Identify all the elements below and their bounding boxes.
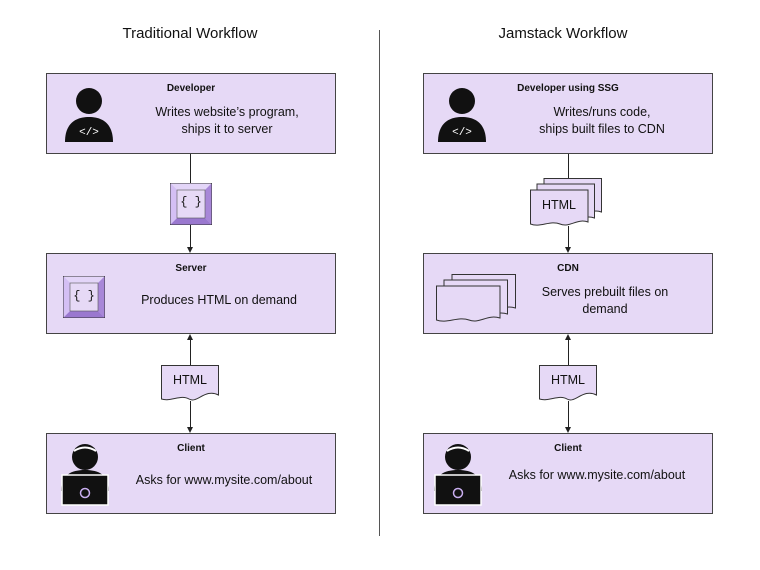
files-stack-icon xyxy=(530,178,602,226)
jamstack-client-box: Client Asks for www.mysite.com/about xyxy=(423,433,713,514)
jamstack-workflow-title: Jamstack Workflow xyxy=(498,25,628,42)
jamstack-files-label: HTML xyxy=(541,198,577,212)
user-laptop-icon xyxy=(61,444,109,506)
jamstack-connector-3 xyxy=(568,340,569,366)
jamstack-arrow-to-cdn xyxy=(564,247,571,253)
traditional-arrow-to-client xyxy=(186,427,193,433)
traditional-connector-1 xyxy=(190,154,191,184)
jamstack-developer-box: Developer using SSG </> Writes/runs code… xyxy=(423,73,713,154)
traditional-connector-3 xyxy=(190,340,191,366)
cdn-files-icon xyxy=(436,274,516,322)
user-laptop-icon xyxy=(434,444,482,506)
traditional-html-label: HTML xyxy=(172,373,208,387)
traditional-developer-title: Developer xyxy=(166,83,216,94)
jamstack-html-label: HTML xyxy=(550,373,586,387)
jamstack-client-text: Asks for www.mysite.com/about xyxy=(508,468,686,482)
traditional-developer-box: Developer </> Writes website’s program, … xyxy=(46,73,336,154)
server-code-label: { } xyxy=(73,289,95,303)
jamstack-cdn-box: CDN Serves prebuilt files on demand xyxy=(423,253,713,334)
code-braces-label: { } xyxy=(180,195,202,209)
developer-code-icon: </> xyxy=(438,88,486,142)
html-document-icon xyxy=(539,365,597,401)
jamstack-client-title: Client xyxy=(554,443,582,454)
column-divider xyxy=(379,30,380,536)
svg-text:</>: </> xyxy=(79,127,99,139)
jamstack-cdn-title: CDN xyxy=(557,263,579,274)
traditional-developer-text: Writes website’s program, ships it to se… xyxy=(155,105,299,136)
html-document-icon xyxy=(161,365,219,401)
traditional-connector-4 xyxy=(190,401,191,427)
traditional-arrow-to-server-up xyxy=(186,334,193,340)
traditional-arrow-to-server xyxy=(186,247,193,253)
jamstack-arrow-to-cdn-up xyxy=(564,334,571,340)
jamstack-cdn-text: Serves prebuilt files on demand xyxy=(541,285,669,316)
traditional-connector-2 xyxy=(190,225,191,247)
traditional-workflow-title: Traditional Workflow xyxy=(122,25,258,42)
traditional-server-text: Produces HTML on demand xyxy=(141,293,297,307)
traditional-client-text: Asks for www.mysite.com/about xyxy=(135,473,313,487)
traditional-server-title: Server xyxy=(175,263,207,274)
developer-code-icon: </> xyxy=(65,88,113,142)
jamstack-developer-text: Writes/runs code, ships built files to C… xyxy=(539,105,665,136)
code-braces-icon xyxy=(170,183,212,225)
jamstack-developer-title: Developer using SSG xyxy=(517,83,619,94)
svg-text:</>: </> xyxy=(452,127,472,139)
traditional-client-title: Client xyxy=(177,443,205,454)
traditional-server-box: Server { } Produces HTML on demand xyxy=(46,253,336,334)
traditional-client-box: Client Asks for www.mysite.com/about xyxy=(46,433,336,514)
server-code-icon xyxy=(63,276,105,318)
jamstack-connector-2 xyxy=(568,226,569,247)
jamstack-connector-1 xyxy=(568,154,569,180)
jamstack-arrow-to-client xyxy=(564,427,571,433)
jamstack-connector-4 xyxy=(568,401,569,427)
